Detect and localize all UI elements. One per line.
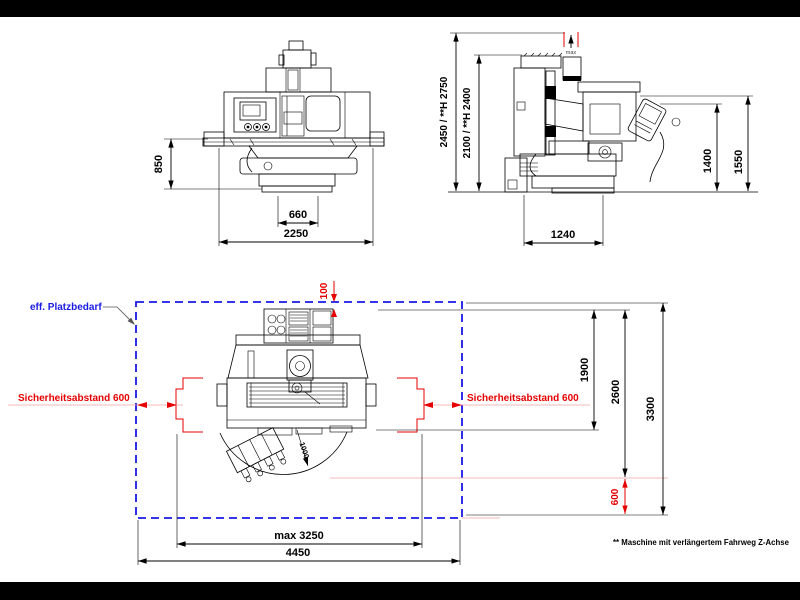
space-requirement-boundary [135, 301, 463, 519]
safety-distance-left: Sicherheitsabstand 600 [8, 393, 183, 408]
footnote: ** Maschine mit verlängertem Fahrweg Z-A… [613, 538, 790, 547]
dim-front-offset: 600 [610, 488, 621, 505]
dim-front-base-width: 660 [289, 209, 307, 221]
safety-distance-left-label: Sicherheitsabstand 600 [18, 393, 130, 404]
dim-depth-table: 1900 [579, 358, 591, 382]
safety-outline-right [397, 377, 425, 433]
top-letterbox-bar [0, 0, 800, 17]
dim-rear-offset: 100 [319, 282, 330, 299]
max-stroke-marker: max [563, 32, 579, 56]
max-label: max [566, 50, 577, 56]
side-view-dimensions: 2450 / **H 2750 2100 / **H 2400 1400 155… [439, 32, 753, 246]
plan-view-machine: 1000 [216, 308, 377, 483]
dim-swing-radius: 1000 [298, 441, 312, 460]
front-view-dimensions: 850 660 2250 [153, 138, 374, 246]
dim-depth-total: 3300 [645, 397, 657, 421]
dim-width-max: max 3250 [274, 530, 324, 542]
safety-distance-right: Sicherheitsabstand 600 [423, 393, 590, 408]
pendant-control-panel [627, 98, 667, 142]
plan-width-dimensions: max 3250 4450 [137, 434, 461, 565]
dim-side-height-wheel: 1550 [733, 150, 745, 174]
space-requirement-callout: eff. Platzbedarf [30, 302, 135, 325]
plan-depth-dimensions: 1900 2600 3300 600 [330, 302, 668, 519]
dim-side-height-machine: 2100 / **H 2400 [462, 87, 473, 158]
tool-magazine [225, 427, 287, 483]
dim-side-height-panel: 1400 [702, 149, 714, 173]
safety-distance-right-label: Sicherheitsabstand 600 [467, 393, 579, 404]
dim-front-console-height: 850 [153, 155, 165, 173]
space-requirement-label: eff. Platzbedarf [30, 302, 102, 313]
safety-outline-left [175, 377, 203, 433]
front-view-machine [202, 40, 385, 193]
dim-depth-machine: 2600 [610, 380, 622, 404]
dim-front-total-width: 2250 [284, 228, 308, 240]
dim-width-total: 4450 [286, 547, 310, 559]
control-panel [233, 97, 277, 133]
dim-side-base-depth: 1240 [551, 229, 575, 241]
dim-side-height-total: 2450 / **H 2750 [439, 76, 450, 147]
side-view-machine [448, 52, 758, 194]
bottom-letterbox-bar [0, 582, 800, 600]
rear-offset-dimension: 100 [319, 281, 337, 317]
